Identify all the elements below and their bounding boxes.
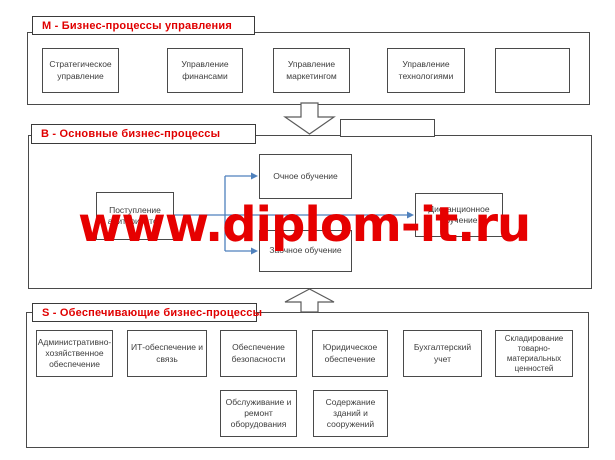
process-box-warehousing: Складирование товарно-материальных ценно…: [495, 330, 573, 377]
process-box-finance-management: Управление финансами: [167, 48, 243, 93]
core-section-title: В - Основные бизнес-процессы: [31, 124, 256, 144]
down-block-arrow-icon: [283, 102, 336, 135]
process-box-part-time-education: Заочное обучение: [259, 230, 352, 272]
process-box-equipment-maintenance: Обслуживание и ремонт оборудования: [220, 390, 297, 437]
process-box-technology-management: Управление технологиями: [387, 48, 465, 93]
process-box-it-support: ИТ-обеспечение и связь: [127, 330, 207, 377]
process-box-buildings-maintenance: Содержание зданий и сооружений: [313, 390, 388, 437]
watermark-text: www.diplom-it.ru: [78, 197, 531, 253]
process-box-admission: Поступление абитуриентов: [96, 192, 174, 240]
process-box-security-support: Обеспечение безопасности: [220, 330, 297, 377]
up-block-arrow-icon: [284, 288, 335, 313]
process-box-full-time-education: Очное обучение: [259, 154, 352, 199]
management-section-title: М - Бизнес-процессы управления: [32, 16, 255, 35]
process-box-administrative-support: Административно-хозяйственное обеспечени…: [36, 330, 113, 377]
process-box-strategic-management: Стратегическое управление: [42, 48, 119, 93]
process-box-accounting: Бухгалтерский учет: [403, 330, 482, 377]
process-box-marketing-management: Управление маркетингом: [273, 48, 350, 93]
process-box-distance-education: Дистанционное обучение: [415, 193, 503, 237]
process-box-legal-support: Юридическое обеспечение: [312, 330, 388, 377]
unlabeled-small-box: [340, 119, 435, 137]
process-box-management-empty: [495, 48, 570, 93]
support-section-title: S - Обеспечивающие бизнес-процессы: [32, 303, 262, 322]
